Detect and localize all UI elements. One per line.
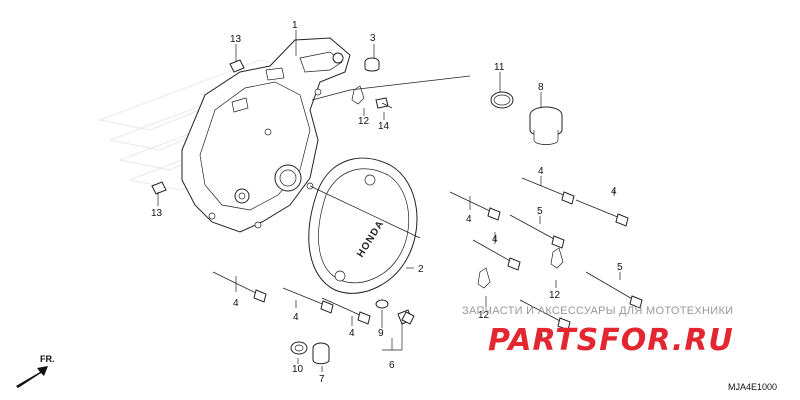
callout-4a: 4 xyxy=(233,298,239,309)
o-ring-11-inner xyxy=(493,94,511,106)
washer-10-inner xyxy=(294,344,304,352)
callout-10: 10 xyxy=(292,364,304,375)
callout-3: 3 xyxy=(370,33,376,44)
dowel-pin-13a xyxy=(229,59,245,73)
callout-13b: 13 xyxy=(151,208,163,219)
long-bolts xyxy=(212,177,643,331)
leader-lines xyxy=(157,30,621,372)
callout-4f: 4 xyxy=(538,166,544,177)
callout-4g: 4 xyxy=(611,186,617,197)
clip-12a xyxy=(351,85,365,105)
callout-8: 8 xyxy=(538,82,544,93)
callout-12c: 12 xyxy=(478,310,490,321)
callout-6: 6 xyxy=(389,360,395,371)
callout-1: 1 xyxy=(292,20,298,31)
callout-12a: 12 xyxy=(358,116,370,127)
callout-14: 14 xyxy=(378,121,390,132)
oil-filler-cap xyxy=(529,106,563,145)
callout-11: 11 xyxy=(494,62,505,73)
dowel-pin-13b xyxy=(151,181,167,195)
front-direction-arrow: FR. xyxy=(16,354,55,388)
plug-3 xyxy=(364,57,380,72)
generator-cover: HONDA xyxy=(308,157,418,294)
callout-4d: 4 xyxy=(466,214,472,225)
callout-4h: 4 xyxy=(538,332,544,343)
diagram-code: MJA4E1000 xyxy=(728,382,777,392)
callout-2: 2 xyxy=(418,264,424,275)
callouts: 1 3 13 13 11 8 12 14 2 4 4 4 4 4 4 4 4 5… xyxy=(151,20,623,385)
site-watermark: ЗАПЧАСТИ И АКСЕССУАРЫ ДЛЯ МОТОТЕХНИКИ PA… xyxy=(462,305,734,358)
callout-7: 7 xyxy=(319,374,325,385)
left-crankcase-cover xyxy=(181,37,351,233)
callout-12b: 12 xyxy=(549,290,561,301)
direction-label: FR. xyxy=(40,354,55,364)
clip-12c xyxy=(477,267,491,289)
callout-13a: 13 xyxy=(230,34,242,45)
callout-9: 9 xyxy=(378,328,384,339)
clip-12b xyxy=(550,247,564,269)
callout-4e: 4 xyxy=(492,234,498,245)
bolt-14 xyxy=(375,97,393,109)
callout-4b: 4 xyxy=(293,312,299,323)
washer-bolt-9-6 xyxy=(375,299,415,325)
callout-5a: 5 xyxy=(537,206,543,217)
callout-4c: 4 xyxy=(349,328,355,339)
plug-7 xyxy=(312,342,330,365)
watermark-brand: PARTSFOR.RU xyxy=(488,323,734,358)
callout-5b: 5 xyxy=(617,262,623,273)
watermark-subtitle: ЗАПЧАСТИ И АКСЕССУАРЫ ДЛЯ МОТОТЕХНИКИ xyxy=(462,305,733,317)
